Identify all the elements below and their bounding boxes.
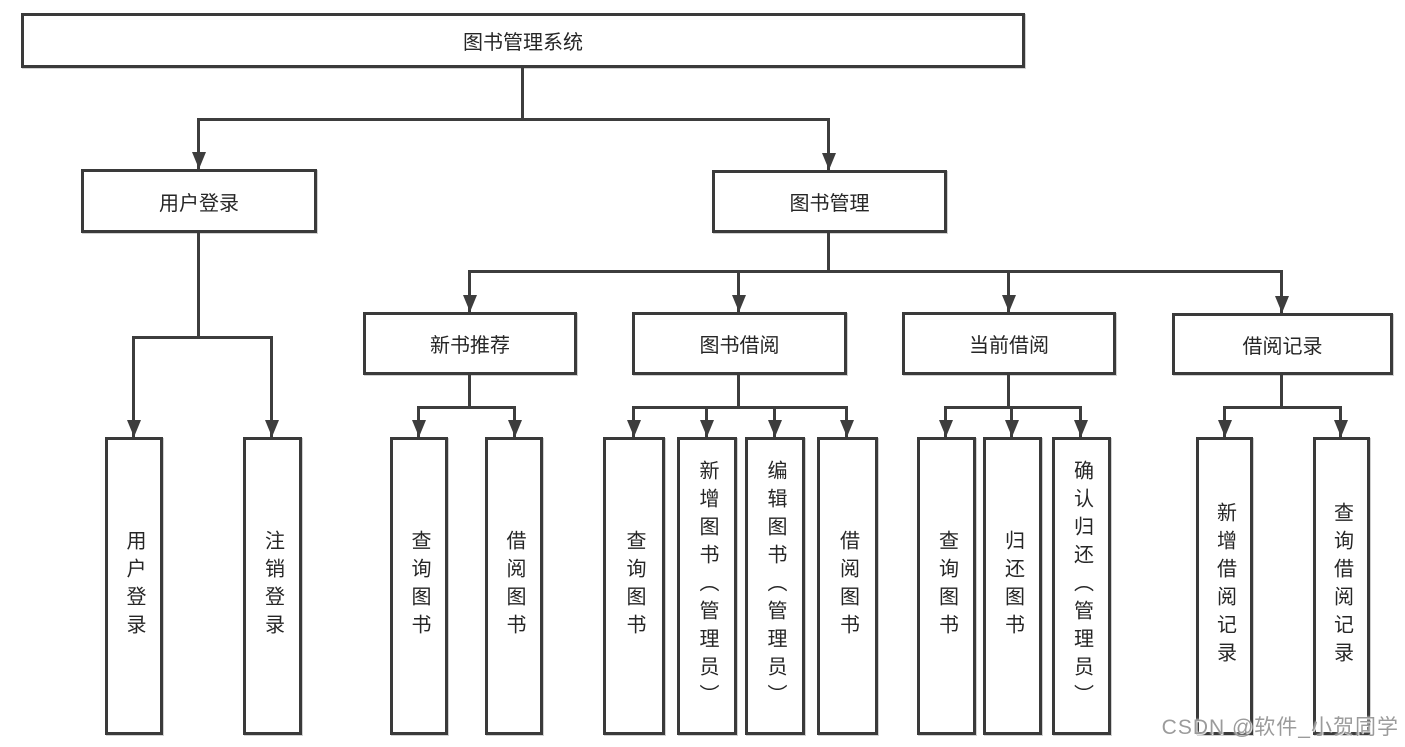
leaf-borrowing-edit-books-admin-label: 编辑图书（管理员）: [764, 460, 786, 712]
node-book-management-label: 图书管理: [789, 193, 870, 215]
leaf-borrowing-query-books: 查询图书: [603, 437, 665, 735]
leaf-records-add-record-label: 新增借阅记录: [1213, 502, 1236, 670]
arrow-down-icon: [1010, 406, 1013, 437]
leaf-current-query-books-label: 查询图书: [935, 530, 958, 642]
connector-borrowing-stem: [737, 375, 740, 409]
leaf-current-return-books: 归还图书: [983, 437, 1042, 735]
arrow-down-icon: [197, 118, 200, 169]
node-library-system: 图书管理系统: [21, 13, 1025, 68]
arrow-down-icon: [944, 406, 947, 437]
arrow-down-icon: [827, 118, 830, 170]
leaf-borrowing-borrow-books-label: 借阅图书: [836, 530, 859, 642]
leaf-user-login-label: 用户登录: [123, 530, 145, 642]
leaf-newbook-query-books: 查询图书: [390, 437, 448, 735]
node-current-borrowing-label: 当前借阅: [969, 335, 1049, 357]
leaf-records-query-record: 查询借阅记录: [1313, 437, 1370, 735]
connector-new-book-bar: [417, 406, 516, 409]
arrow-down-icon: [270, 336, 273, 437]
connector-user-login-bar: [132, 336, 273, 339]
node-library-system-label: 图书管理系统: [463, 32, 583, 54]
node-borrowing-records-label: 借阅记录: [1242, 335, 1323, 358]
leaf-user-login: 用户登录: [105, 437, 163, 735]
leaf-newbook-borrow-books-label: 借阅图书: [503, 530, 525, 642]
node-new-book-recommend-label: 新书推荐: [430, 335, 510, 357]
leaf-borrowing-query-books-label: 查询图书: [623, 530, 645, 642]
arrow-down-icon: [1339, 406, 1342, 437]
arrow-down-icon: [513, 406, 516, 437]
connector-root-stem: [521, 68, 524, 118]
node-user-login-label: 用户登录: [159, 192, 239, 215]
arrow-down-icon: [845, 406, 848, 437]
leaf-borrowing-add-books-admin-label: 新增图书（管理员）: [696, 460, 718, 712]
leaf-records-add-record: 新增借阅记录: [1196, 437, 1253, 735]
leaf-records-query-record-label: 查询借阅记录: [1330, 502, 1353, 670]
arrow-down-icon: [132, 336, 135, 437]
leaf-current-confirm-return-admin-label: 确认归还（管理员）: [1070, 460, 1093, 712]
connector-user-login-stem: [197, 233, 200, 338]
arrow-down-icon: [468, 270, 471, 312]
arrow-down-icon: [737, 270, 740, 312]
arrow-down-icon: [632, 406, 635, 437]
node-new-book-recommend: 新书推荐: [363, 312, 577, 375]
arrow-down-icon: [1280, 270, 1283, 313]
connector-level3-bar: [468, 270, 1283, 273]
arrow-down-icon: [1007, 270, 1010, 312]
connector-root-bar: [197, 118, 830, 121]
leaf-newbook-query-books-label: 查询图书: [408, 530, 430, 642]
node-user-login: 用户登录: [81, 169, 317, 233]
csdn-watermark: CSDN @软件_小贺同学: [1161, 716, 1399, 739]
leaf-borrowing-edit-books-admin: 编辑图书（管理员）: [745, 437, 805, 735]
leaf-current-confirm-return-admin: 确认归还（管理员）: [1052, 437, 1111, 735]
connector-new-book-stem: [468, 375, 471, 409]
node-book-borrowing: 图书借阅: [632, 312, 847, 375]
connector-records-stem: [1280, 375, 1283, 409]
leaf-current-query-books: 查询图书: [917, 437, 976, 735]
leaf-logout-label: 注销登录: [261, 530, 284, 642]
connector-book-management-stem: [827, 233, 830, 273]
arrow-down-icon: [1079, 406, 1082, 437]
node-current-borrowing: 当前借阅: [902, 312, 1116, 375]
leaf-current-return-books-label: 归还图书: [1001, 530, 1024, 642]
connector-records-bar: [1223, 406, 1342, 409]
node-borrowing-records: 借阅记录: [1172, 313, 1393, 375]
connector-current-bar: [944, 406, 1082, 409]
leaf-borrowing-borrow-books: 借阅图书: [817, 437, 878, 735]
connector-borrowing-bar: [632, 406, 848, 409]
leaf-borrowing-add-books-admin: 新增图书（管理员）: [677, 437, 737, 735]
arrow-down-icon: [705, 406, 708, 437]
leaf-logout: 注销登录: [243, 437, 302, 735]
arrow-down-icon: [417, 406, 420, 437]
node-book-borrowing-label: 图书借阅: [699, 335, 780, 357]
leaf-newbook-borrow-books: 借阅图书: [485, 437, 543, 735]
node-book-management: 图书管理: [712, 170, 947, 233]
connector-current-stem: [1007, 375, 1010, 409]
arrow-down-icon: [1223, 406, 1226, 437]
arrow-down-icon: [773, 406, 776, 437]
